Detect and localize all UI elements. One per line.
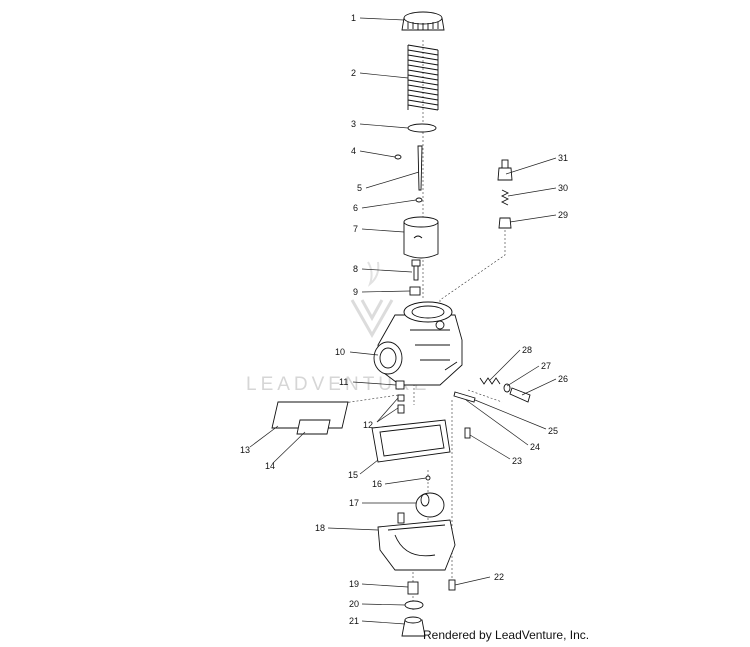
callout-2: 2 — [351, 68, 356, 78]
callout-1: 1 — [351, 13, 356, 23]
part-o-ring — [404, 600, 424, 610]
part-nut — [409, 286, 421, 296]
callout-23: 23 — [512, 456, 522, 466]
callout-25: 25 — [548, 426, 558, 436]
callout-29: 29 — [558, 210, 568, 220]
callout-26: 26 — [558, 374, 568, 384]
callout-14: 14 — [265, 461, 275, 471]
part-gasket — [371, 419, 451, 463]
callout-8: 8 — [353, 264, 358, 274]
part-main-jet — [397, 404, 405, 414]
part-plate — [407, 123, 437, 133]
part-screw — [411, 259, 421, 281]
callout-18: 18 — [315, 523, 325, 533]
callout-3: 3 — [351, 119, 356, 129]
part-carburetor-body — [373, 301, 463, 386]
part-throttle-valve — [403, 216, 439, 259]
render-credit: Rendered by LeadVenture, Inc. — [423, 628, 590, 642]
callout-10: 10 — [335, 347, 345, 357]
part-tab-14 — [296, 419, 331, 435]
part-screw-23 — [464, 427, 471, 439]
callout-15: 15 — [348, 470, 358, 480]
callout-21: 21 — [349, 616, 359, 626]
part-drain-screw — [407, 581, 419, 595]
callout-6: 6 — [353, 203, 358, 213]
callout-11: 11 — [339, 377, 348, 387]
part-plug — [401, 616, 426, 637]
part-float — [415, 492, 445, 518]
callout-4: 4 — [351, 146, 356, 156]
callout-12: 12 — [363, 420, 373, 430]
part-cap — [401, 11, 445, 31]
part-idle-screw — [453, 391, 476, 403]
part-spring — [407, 44, 439, 111]
callout-22: 22 — [494, 572, 504, 582]
callout-28: 28 — [522, 345, 532, 355]
watermark-text: LEADVENTURE — [246, 374, 430, 395]
callout-31: 31 — [558, 153, 568, 163]
watermark: LEADVENTURE — [246, 261, 430, 395]
callout-20: 20 — [349, 599, 359, 609]
part-float-bowl — [377, 512, 456, 571]
part-choke-assembly — [497, 159, 513, 229]
callout-labels: 1 2 3 4 5 6 7 8 9 10 11 12 13 14 15 16 1… — [240, 13, 568, 626]
part-main-jet-upper — [397, 394, 405, 402]
part-pin — [425, 475, 431, 481]
part-clip — [394, 154, 402, 160]
part-screw-22 — [448, 579, 456, 591]
callout-19: 19 — [349, 579, 359, 589]
part-washer — [415, 197, 423, 203]
part-pilot-screw-assembly — [479, 377, 531, 403]
part-jet-needle — [417, 145, 423, 191]
callout-27: 27 — [541, 361, 551, 371]
part-pilot-jet — [395, 380, 405, 390]
callout-16: 16 — [372, 479, 382, 489]
leader-lines — [249, 17, 557, 625]
callout-9: 9 — [353, 287, 358, 297]
callout-17: 17 — [349, 498, 359, 508]
callout-30: 30 — [558, 183, 568, 193]
callout-24: 24 — [530, 442, 540, 452]
callout-7: 7 — [353, 224, 358, 234]
callout-13: 13 — [240, 445, 250, 455]
callout-5: 5 — [357, 183, 362, 193]
